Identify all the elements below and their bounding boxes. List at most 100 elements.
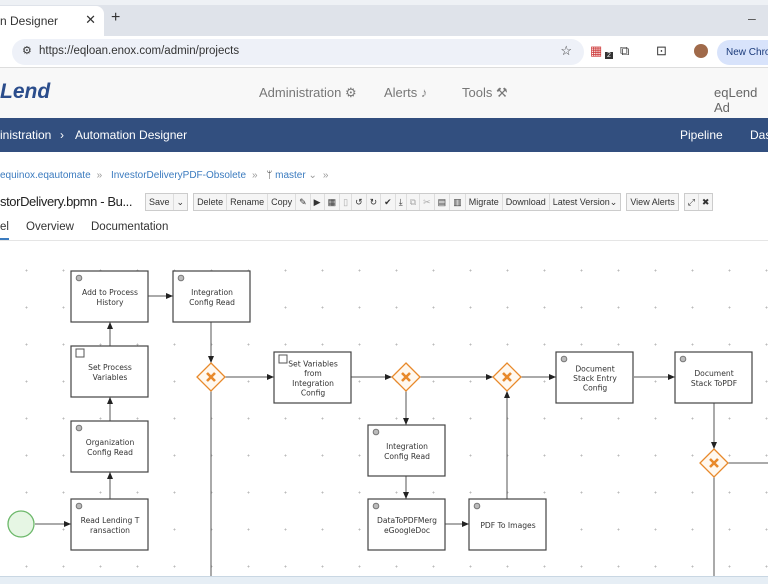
redo-icon[interactable]: ↻ [367,194,382,210]
task-box[interactable] [367,498,446,551]
profile-avatar[interactable] [694,44,708,58]
minimize-button[interactable]: – [748,10,756,26]
undo-icon[interactable]: ↺ [352,194,367,210]
extensions-puzzle-icon[interactable]: ⧉ [620,43,630,58]
paste-icon[interactable]: ▤ [435,194,451,210]
close-tab-icon[interactable]: ✕ [85,12,96,27]
migrate-button[interactable]: Migrate [466,194,503,210]
logo[interactable]: Lend [0,80,51,103]
view-alerts-button[interactable]: View Alerts [630,197,675,207]
nav-tools[interactable]: Tools ⚒ [462,85,508,101]
nav-dashboard[interactable]: Das [750,128,768,142]
bookmark-star-icon[interactable]: ☆ [560,43,572,58]
task-box[interactable] [367,424,446,477]
task-label: Config [583,384,608,393]
view-alerts-group: View Alerts [626,193,679,211]
service-task-icon [75,502,83,510]
browser-tab[interactable]: n Designer✕ [0,6,104,36]
wrench-icon: ⚒ [495,85,508,100]
task-label: Set Process [88,363,132,372]
nav-alerts[interactable]: Alerts ♪ [384,85,427,100]
task-label: Config Read [189,298,235,307]
latest-version-dropdown[interactable]: Latest Version⌄ [550,194,621,210]
start-event[interactable] [7,510,35,538]
delete-button[interactable]: Delete [194,194,228,210]
task-box[interactable] [70,270,149,323]
download-button[interactable]: Download [503,194,550,210]
gear-icon: ⚙ [345,85,357,100]
nav-pipeline[interactable]: Pipeline [680,128,723,142]
task-box[interactable] [70,420,149,473]
rename-button[interactable]: Rename [227,194,269,210]
nav-administration[interactable]: Administration ⚙ [259,85,357,101]
export-icon[interactable]: ⤓ [396,194,407,210]
task-label: Set Variables [288,360,338,369]
new-tab-button[interactable]: + [111,9,121,26]
task-node[interactable]: PDF To Images [468,498,547,551]
save-group: Save⌄ [145,193,189,211]
task-box[interactable] [172,270,251,323]
validate-check-icon[interactable]: ✔ [381,194,396,210]
task-box[interactable] [674,351,753,404]
user-menu[interactable]: eqLend Ad [714,85,758,115]
close-editor-icon[interactable]: ✖ [701,196,710,207]
task-box[interactable] [468,498,547,551]
editor-toolbar-row: Save⌄ Delete Rename Copy ✎ ▶ ▦ ▯ ↺ ↻ ✔ ⤓… [145,193,714,211]
task-label: eGoogleDoc [384,526,430,535]
task-label: Document [694,369,733,378]
service-task-icon [560,355,568,363]
exclusive-gateway[interactable] [391,362,421,392]
task-label: ransaction [90,526,130,535]
copy-icon[interactable]: ⧉ [407,194,421,210]
task-box[interactable] [70,345,149,398]
crumb-branch[interactable]: master [275,170,306,181]
task-label: Integration [191,288,233,297]
maximize-icon[interactable]: ⤢ [685,194,699,210]
crumb-repository[interactable]: InvestorDeliveryPDF-Obsolete [110,170,247,181]
chevron-right-icon: › [60,128,64,142]
exclusive-gateway[interactable] [492,362,522,392]
tab-overview[interactable]: Overview [26,221,74,233]
address-bar[interactable]: ⚙ https://eqloan.enox.com/admin/projects… [12,39,584,65]
save-dropdown-icon[interactable]: ⌄ [176,196,185,207]
tab-model[interactable]: el [0,221,9,240]
view-icon[interactable]: ▥ [450,194,466,210]
exclusive-gateway[interactable] [699,448,729,478]
play-icon[interactable]: ▶ [311,194,325,210]
nav-label: Administration [259,85,342,100]
task-label: PDF To Images [480,521,535,530]
eraser-icon[interactable]: ✎ [296,194,311,210]
grid-icon[interactable]: ▦ [325,194,341,210]
tab-search-icon[interactable]: ⊡ [656,43,667,58]
task-label: Read Lending T [81,516,140,525]
crumb-project[interactable]: equinox.eqautomate [0,170,91,181]
nav-crumb-automation-designer[interactable]: Automation Designer [75,128,188,142]
save-button[interactable]: Save [146,194,174,210]
service-task-icon [473,502,481,510]
nav-crumb-administration[interactable]: inistration [0,128,52,142]
exclusive-gateway[interactable] [196,362,226,392]
tab-documentation[interactable]: Documentation [91,221,169,233]
new-chrome-button[interactable]: New Chrom [717,40,768,65]
trash-icon[interactable]: ▯ [340,194,353,210]
cut-icon[interactable]: ✂ [420,194,435,210]
sequence-flows [35,293,768,580]
copy-button[interactable]: Copy [268,194,297,210]
latest-version-label: Latest Version [552,197,610,207]
task-box[interactable] [555,351,634,404]
extension-icon[interactable]: ▦ [590,43,603,58]
site-settings-icon[interactable]: ⚙ [22,45,32,57]
task-box[interactable] [70,498,149,551]
task-label: Variables [93,373,128,382]
